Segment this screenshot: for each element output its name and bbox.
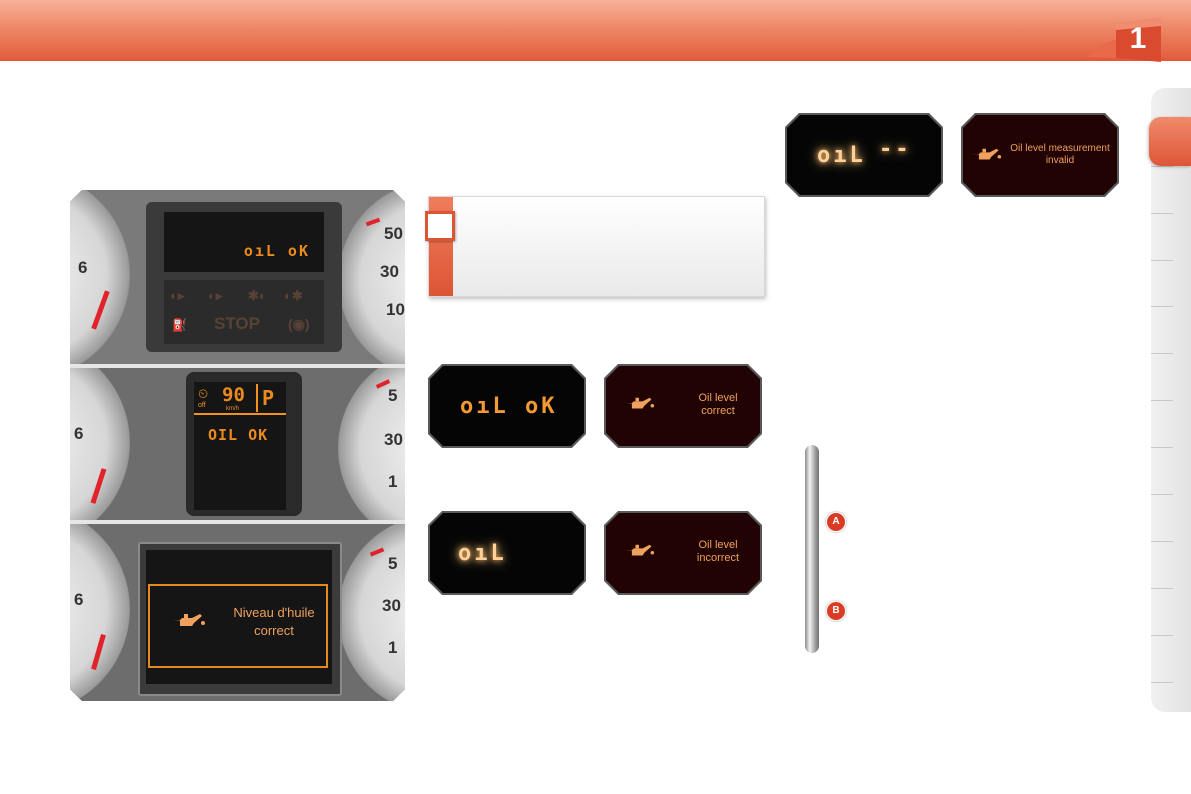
color-display: Niveau d'huile correct bbox=[146, 550, 332, 684]
panel-divider bbox=[70, 520, 405, 524]
display-divider bbox=[194, 413, 286, 415]
thumb-divider bbox=[1151, 353, 1173, 354]
message-line: invalid bbox=[1045, 155, 1075, 166]
chapter-number: 1 bbox=[1129, 22, 1147, 55]
limiter-off-label: off bbox=[198, 402, 206, 409]
oil-level-message-line1: Niveau d'huile bbox=[233, 605, 315, 620]
note-checkbox-icon bbox=[425, 211, 455, 241]
oil-ok-segment-text: oıL oK bbox=[460, 394, 558, 419]
oil-level-incorrect-message: Oil level incorrect bbox=[686, 539, 750, 565]
oil-ok-segment-text: oıL oK bbox=[243, 242, 310, 260]
message-line: Oil level bbox=[698, 539, 738, 551]
gauge-number: 6 bbox=[74, 424, 84, 443]
left-gauge bbox=[70, 368, 130, 520]
gauge-number: 50 bbox=[384, 224, 403, 243]
speed-limiter-icon: ⏲ bbox=[198, 386, 209, 401]
stop-warning: STOP bbox=[214, 314, 260, 333]
fog-light-icon: ✱◐ bbox=[248, 288, 267, 303]
oil-level-message: Niveau d'huile correct bbox=[224, 604, 324, 640]
message-line: correct bbox=[701, 405, 735, 417]
dipstick-mark-a: A bbox=[826, 512, 846, 532]
headlight-icon: ◐▸ bbox=[208, 288, 223, 303]
display-divider bbox=[256, 384, 258, 412]
message-line: Oil level bbox=[698, 392, 738, 404]
gauge-number: 30 bbox=[382, 596, 401, 615]
display-tile-oil-ok-segment: oıL oK bbox=[428, 364, 586, 448]
message-frame: Niveau d'huile correct bbox=[148, 584, 328, 668]
invalid-dashes: -- bbox=[879, 137, 912, 162]
gear-indicator: P bbox=[262, 386, 275, 410]
display-tile-oil-incorrect: Oil level incorrect bbox=[604, 511, 762, 595]
thumb-divider bbox=[1151, 682, 1173, 683]
fuel-icon: ⛽ bbox=[172, 318, 187, 332]
gauge-number: 1 bbox=[388, 638, 398, 657]
oil-level-correct-message: Oil level correct bbox=[686, 392, 750, 418]
thumb-divider bbox=[1151, 213, 1173, 214]
oil-ok-message: OIL OK bbox=[208, 426, 269, 444]
thumb-divider bbox=[1151, 400, 1173, 401]
gauge-number: 30 bbox=[384, 430, 403, 449]
headlight-icon: ◐▸ bbox=[170, 288, 185, 303]
display-tile-oil-correct: Oil level correct bbox=[604, 364, 762, 448]
thumb-divider bbox=[1151, 306, 1173, 307]
header-rule bbox=[0, 58, 1191, 61]
oil-incorrect-segment-text: oıL bbox=[458, 541, 507, 566]
center-display: ⏲ off 90 km/h P OIL OK bbox=[194, 382, 286, 510]
gauge-number: 6 bbox=[78, 258, 88, 277]
dashboard-panel-2: 6 5 30 1 ⏲ off 90 km/h P OIL OK bbox=[70, 368, 405, 520]
gauge-number: 6 bbox=[74, 590, 84, 609]
oil-level-message-line2: correct bbox=[254, 623, 294, 638]
message-line: Oil level measurement bbox=[1010, 143, 1110, 154]
left-gauge bbox=[70, 524, 130, 701]
thumb-divider bbox=[1151, 494, 1173, 495]
display-tile-invalid-segment: oıL -- bbox=[785, 113, 943, 197]
gauge-number: 30 bbox=[380, 262, 399, 281]
dashboard-panel-1: 6 50 30 10 oıL oK ◐▸ ◐▸ ✱◐ ◐✱ ⛽ STOP (◉) bbox=[70, 190, 405, 364]
thumb-divider bbox=[1151, 260, 1173, 261]
speed-value: 90 bbox=[222, 384, 245, 406]
brake-icon: (◉) bbox=[288, 316, 310, 332]
display-tile-oil-incorrect-segment: oıL bbox=[428, 511, 586, 595]
header-band bbox=[0, 0, 1191, 58]
thumb-divider bbox=[1151, 541, 1173, 542]
oil-can-icon bbox=[624, 397, 655, 409]
warning-lamp-panel: ◐▸ ◐▸ ✱◐ ◐✱ ⛽ STOP (◉) bbox=[164, 280, 324, 344]
dipstick-mark-b: B bbox=[826, 601, 846, 621]
dashboard-panel-3: 6 5 30 1 Niveau d'huile correct bbox=[70, 524, 405, 701]
thumb-tab-active[interactable] bbox=[1149, 117, 1191, 166]
oil-can-icon bbox=[172, 614, 205, 626]
message-line: incorrect bbox=[696, 552, 740, 564]
oil-can-icon bbox=[624, 544, 655, 556]
rear-fog-icon: ◐✱ bbox=[284, 288, 303, 303]
chapter-tab-shape bbox=[1086, 18, 1161, 62]
note-box bbox=[425, 196, 765, 297]
gauge-number: 10 bbox=[386, 300, 405, 319]
thumb-divider bbox=[1151, 588, 1173, 589]
dashboard-photo: 6 50 30 10 oıL oK ◐▸ ◐▸ ✱◐ ◐✱ ⛽ STOP (◉)… bbox=[70, 190, 405, 701]
thumb-divider bbox=[1151, 166, 1173, 167]
thumb-divider bbox=[1151, 447, 1173, 448]
gauge-number: 5 bbox=[388, 554, 398, 573]
panel-divider bbox=[70, 364, 405, 368]
gauge-number: 1 bbox=[388, 472, 398, 491]
gauge-number: 5 bbox=[388, 386, 398, 405]
measurement-invalid-message: Oil level measurement invalid bbox=[1001, 143, 1117, 167]
oil-invalid-segment-text: oıL bbox=[817, 143, 866, 168]
speed-unit: km/h bbox=[226, 406, 240, 412]
thumb-divider bbox=[1151, 635, 1173, 636]
dipstick bbox=[805, 445, 819, 653]
display-tile-measurement-invalid: Oil level measurement invalid bbox=[961, 113, 1119, 197]
oil-can-icon bbox=[971, 148, 1002, 160]
upper-lcd: oıL oK bbox=[164, 212, 324, 272]
